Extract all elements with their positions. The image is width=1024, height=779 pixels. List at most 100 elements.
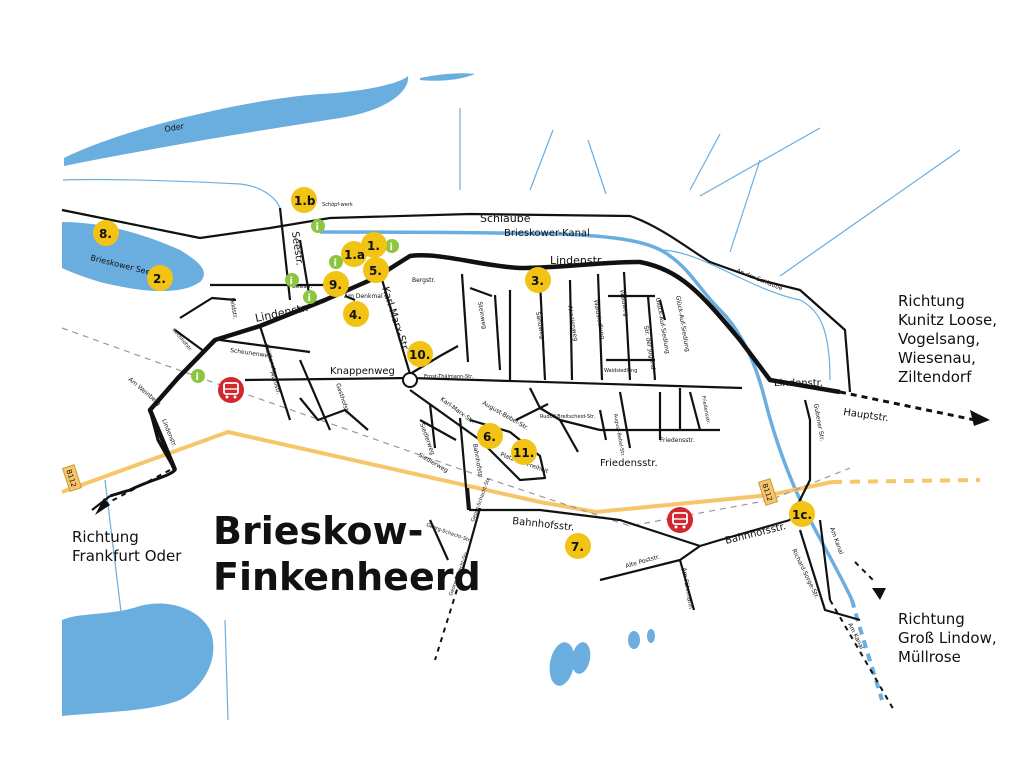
svg-text:i: i [196, 372, 199, 383]
svg-text:8.: 8. [99, 227, 112, 241]
label-schlaube: Schlaube [480, 212, 531, 225]
direction-east-line: Vogelsang, [898, 330, 980, 348]
marker-9[interactable]: 9. [323, 271, 349, 297]
oder-island [420, 73, 475, 81]
street-akazienweg: Akazienweg [566, 305, 579, 342]
markers: 1.b 8. 1.a 1. 5. 2. 9. 4. 3. 10. 6. 11. … [93, 187, 815, 559]
direction-east-line: Wiesenau, [898, 349, 976, 367]
street-sandweg: Sandweg [534, 311, 546, 339]
direction-east-line: Kunitz Loose, [898, 311, 998, 329]
info-icon: i [311, 219, 325, 233]
marker-11[interactable]: 11. [511, 439, 537, 465]
street-karl-marx-south: Karl-Marx-Str. [439, 396, 476, 426]
brieskower-see [62, 222, 204, 292]
info-icon: i [191, 369, 205, 383]
svg-text:4.: 4. [349, 308, 362, 322]
direction-south: Richtung Groß Lindow, Müllrose [898, 610, 997, 667]
marker-10[interactable]: 10. [407, 341, 433, 367]
label-kanal: Brieskower-Kanal [504, 228, 590, 239]
street-am-kanal: Am Kanal [828, 526, 844, 555]
hauptstr-dash [839, 390, 976, 422]
street-am-kanal-2: Am Kanal [846, 622, 865, 651]
svg-text:1.: 1. [367, 239, 380, 253]
direction-south-line: Groß Lindow, [898, 629, 997, 647]
arrow-east [970, 410, 990, 426]
svg-text:3.: 3. [531, 274, 544, 288]
direction-east-line: Ziltendorf [898, 368, 972, 386]
marker-1a[interactable]: 1.a [341, 241, 367, 267]
direction-west-line: Richtung [72, 528, 139, 546]
svg-text:1c.: 1c. [792, 508, 812, 522]
title-line-1: Brieskow- [213, 509, 424, 553]
street-bergstr: Bergstr. [412, 277, 435, 284]
svg-text:7.: 7. [571, 540, 584, 554]
info-icon: i [385, 239, 399, 253]
title-line-2: Finkenheerd [213, 555, 481, 599]
street-fiedler: Friedensstr. [700, 395, 711, 425]
street-friedensstr-2: Friedensstr. [660, 437, 695, 444]
street-steinweg: Steinweg [476, 301, 488, 330]
streams [62, 108, 961, 721]
street-rudolf-breitscheid: Rudolf-Breitscheid-Str. [540, 414, 596, 420]
marker-1c[interactable]: 1c. [789, 501, 815, 527]
street-lindenstr-east: Lindenstr. [774, 378, 823, 389]
b112-sign-west: B112 [61, 464, 83, 492]
street-lindenstr-main: Lindenstr. [550, 254, 604, 267]
street-an-der-schlaube: An der Schlaube [735, 267, 784, 292]
arrow-south [872, 588, 886, 600]
svg-text:i: i [334, 258, 337, 269]
street-seestr: Seestr. [289, 231, 305, 266]
marker-4[interactable]: 4. [343, 301, 369, 327]
marker-6[interactable]: 6. [477, 423, 503, 449]
marker-3[interactable]: 3. [525, 267, 551, 293]
street-seestr-2: Seestr. [292, 283, 313, 290]
direction-south-line: Müllrose [898, 648, 961, 666]
street-feldstr: Feldstr. [228, 297, 239, 320]
direction-east: Richtung Kunitz Loose, Vogelsang, Wiesen… [898, 292, 997, 387]
oder-river [64, 76, 409, 166]
marker-1b[interactable]: 1.b [291, 187, 317, 213]
street-richard-sorge: Richard-Sorge-Str. [790, 548, 820, 600]
street-ernst-thaelmann: Ernst-Thälmann-Str. [424, 374, 474, 380]
bus-icon [667, 507, 693, 533]
street-gubener: Gubener Str. [812, 403, 825, 442]
street-waldsiedlung: Waldsiedlung [592, 299, 606, 340]
svg-text:1.b: 1.b [294, 194, 316, 208]
roundabout [402, 372, 418, 388]
street-waldweg: Waldweg [618, 289, 630, 317]
marker-5[interactable]: 5. [363, 257, 389, 283]
street-hauptstr: Hauptstr. [843, 407, 890, 424]
marker-7[interactable]: 7. [565, 533, 591, 559]
street-karl-marx: Karl-Marx-Str. [379, 286, 410, 354]
street-friedensstr: Friedensstr. [600, 458, 658, 469]
street-glueck-auf-2: Glück-Auf-Siedlung [674, 295, 691, 352]
street-muehlstr: Mühlstr. [268, 370, 282, 395]
arrow-southwest [95, 498, 110, 515]
pond-4 [647, 629, 655, 643]
street-am-faehrmann: Am Fährmann [680, 567, 694, 610]
pond-1 [549, 642, 575, 686]
marker-8[interactable]: 8. [93, 220, 119, 246]
marker-2[interactable]: 2. [147, 265, 173, 291]
street-bahnhofstr-west: Bahnhofsstr. [512, 516, 575, 533]
street-am-denkmal: Am Denkmal [344, 293, 383, 300]
street-am-weinberg: Am Weinberg [127, 376, 162, 407]
street-bahnhofstr-v: Bahnhofstr. [471, 443, 484, 478]
marker-1[interactable]: 1. [361, 232, 387, 258]
svg-text:1.a: 1.a [344, 248, 365, 262]
svg-text:i: i [316, 222, 319, 233]
label-oder: Oder [164, 122, 186, 134]
railway [61, 327, 851, 527]
svg-text:10.: 10. [409, 348, 430, 362]
info-icons: i i i i i i [191, 219, 399, 383]
direction-west-line: Frankfurt Oder [72, 547, 182, 565]
info-icon: i [303, 290, 317, 304]
pond-2 [571, 642, 591, 674]
svg-text:6.: 6. [483, 430, 496, 444]
info-icon: i [329, 255, 343, 269]
b112-east-dash [831, 478, 981, 484]
street-glueck-auf: Glück-Auf-Siedlung [654, 297, 671, 354]
svg-text:i: i [308, 293, 311, 304]
bus-icon [218, 377, 244, 403]
